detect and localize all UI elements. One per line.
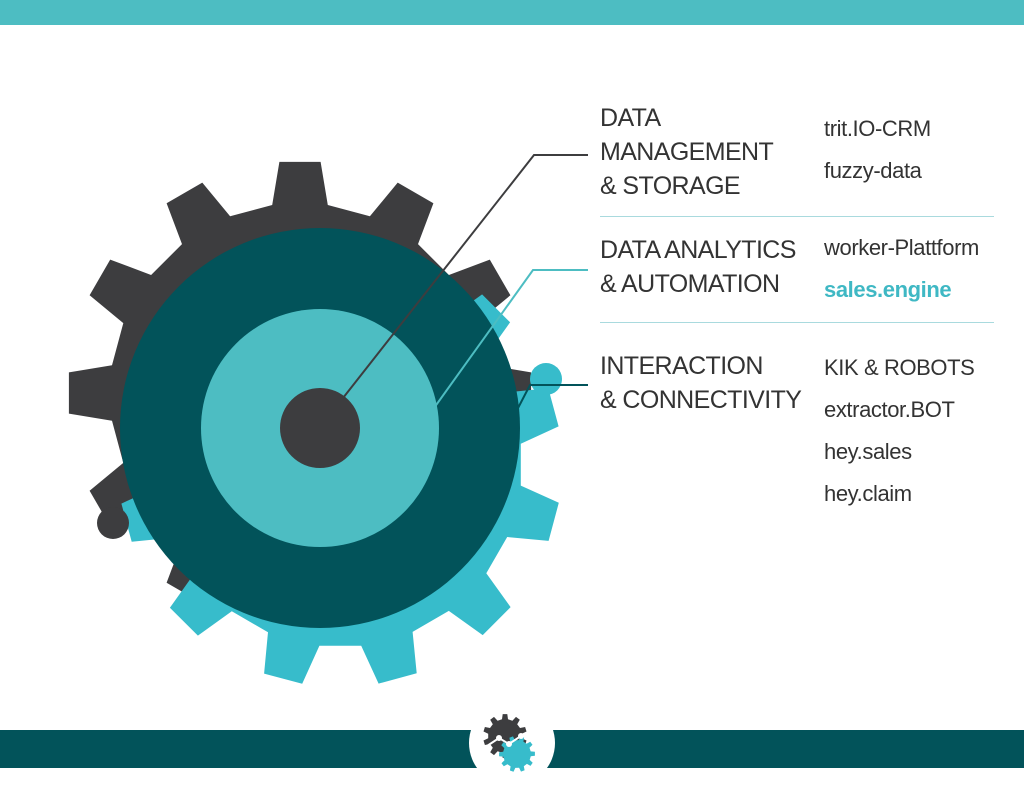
category-interaction: INTERACTION & CONNECTIVITY xyxy=(600,352,802,414)
gears-logo-icon xyxy=(483,714,535,772)
logo-dot-3 xyxy=(518,733,524,739)
items-data-analytics: worker-Plattform sales.engine xyxy=(824,227,979,311)
divider-1 xyxy=(600,216,994,217)
logo-badge xyxy=(469,700,555,786)
gear-bolt-left xyxy=(97,507,129,539)
leader-line-data-management xyxy=(342,154,588,399)
item-fuzzy-data: fuzzy-data xyxy=(824,158,922,183)
items-data-management: trit.IO-CRM fuzzy-data xyxy=(824,108,931,192)
top-bar xyxy=(0,0,1024,25)
item-kik-robots: KIK & ROBOTS xyxy=(824,355,975,380)
gear-bolt-right xyxy=(530,363,562,395)
items-interaction: KIK & ROBOTS extractor.BOT hey.sales hey… xyxy=(824,347,975,515)
item-trit-io-crm: trit.IO-CRM xyxy=(824,116,931,141)
logo-dot-1 xyxy=(496,735,502,741)
item-sales-engine: sales.engine xyxy=(824,277,952,302)
leader-line-interaction xyxy=(516,384,588,411)
item-extractor-bot: extractor.BOT xyxy=(824,397,955,422)
inner-core xyxy=(280,388,360,468)
logo-line xyxy=(486,735,522,747)
gear-diagram xyxy=(68,154,588,684)
logo-dot-2 xyxy=(506,741,512,747)
category-data-management: DATA MANAGEMENT & STORAGE xyxy=(600,104,774,200)
item-hey-sales: hey.sales xyxy=(824,439,912,464)
item-hey-claim: hey.claim xyxy=(824,481,912,506)
category-data-analytics: DATA ANALYTICS & AUTOMATION xyxy=(600,236,796,298)
item-worker-plattform: worker-Plattform xyxy=(824,235,979,260)
divider-2 xyxy=(600,322,994,323)
leader-line-data-analytics xyxy=(433,269,588,409)
